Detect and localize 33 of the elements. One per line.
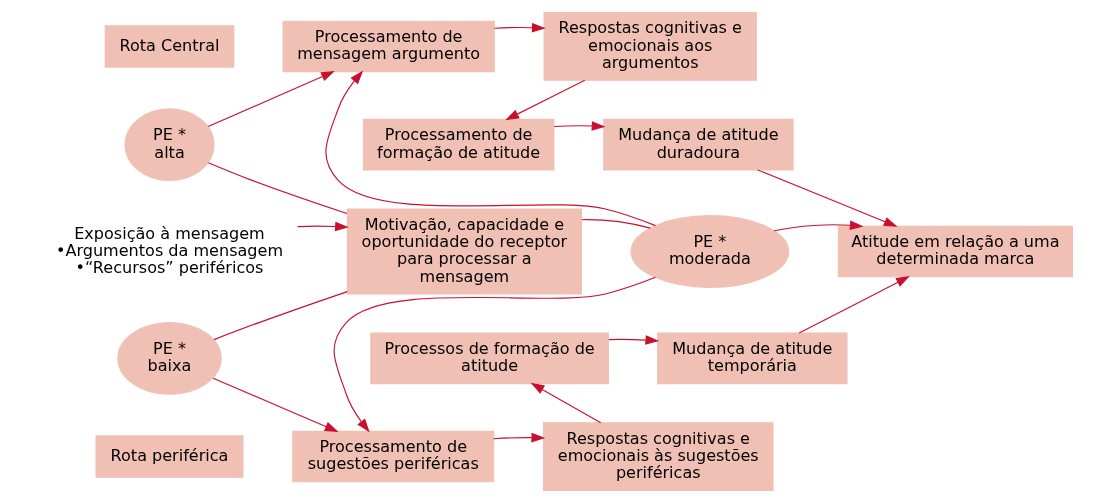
arrow — [756, 169, 898, 227]
node-text: Exposição à mensagem •Argumentos da mensagem •“Recursos” periféricos — [55, 223, 283, 277]
arrow — [493, 22, 546, 33]
node-box: Rota periférica — [95, 435, 243, 478]
arrow — [212, 377, 339, 432]
connector — [207, 162, 348, 215]
arrow — [504, 79, 585, 121]
node-box: Rota Central — [104, 25, 234, 68]
node-ellipse: PE * moderada — [630, 215, 789, 288]
node-box: Processos de formação de atitude — [369, 332, 609, 385]
arrow — [798, 276, 910, 334]
arrow — [324, 70, 656, 227]
node-box: Mudança de atitude temporária — [656, 332, 848, 385]
node-box: Mudança de atitude duradoura — [602, 118, 794, 171]
arrow — [530, 382, 601, 424]
connector — [212, 291, 348, 341]
arrow — [333, 276, 656, 433]
connector — [580, 219, 651, 229]
arrow — [296, 221, 349, 232]
arrow — [492, 432, 545, 443]
node-box: Processamento de mensagem argumento — [282, 20, 495, 73]
node-ellipse: PE * baixa — [116, 321, 222, 395]
node-ellipse: PE * alta — [123, 108, 215, 182]
node-box: Motivação, capacidade e oportunidade do receptor para processar a mensagem — [346, 208, 582, 295]
node-box: Atitude em relação a uma determinada marca — [837, 225, 1073, 278]
node-box: Respostas cognitivas e emocionais aos argumentos — [543, 12, 757, 81]
node-box: Processamento de formação de atitude — [362, 118, 554, 171]
arrow — [607, 335, 659, 345]
node-box: Processamento de sugestões periféricas — [291, 430, 494, 483]
arrow — [773, 220, 864, 232]
arrow — [553, 121, 605, 131]
arrow — [207, 71, 335, 128]
node-box: Respostas cognitivas e emocionais às sugestões periféricas — [542, 422, 774, 491]
